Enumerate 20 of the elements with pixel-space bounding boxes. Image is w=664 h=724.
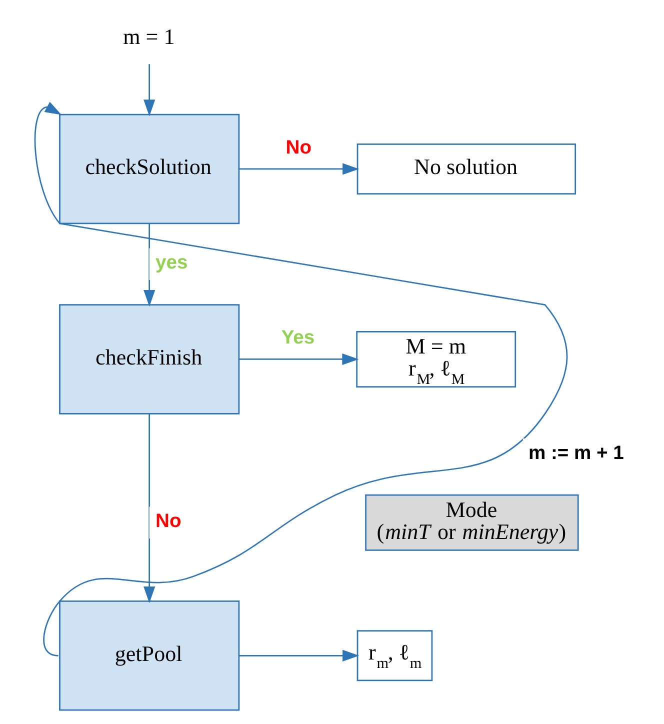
node-box: M = m r$_{M}$, ℓ$_{M}$ — [356, 330, 516, 388]
node-box: checkSolution — [58, 114, 240, 224]
node-box: getPool — [58, 600, 240, 711]
node-box: No solution — [356, 143, 576, 194]
arrow — [238, 650, 359, 662]
edge-label: Yes — [280, 328, 314, 349]
arrow — [34, 102, 568, 656]
node-box: checkFinish — [58, 304, 240, 414]
node-text: m = 1 — [122, 24, 174, 49]
arrow — [143, 414, 155, 604]
edge-label: m := m + 1 — [528, 442, 624, 464]
edge-label: No — [285, 137, 312, 158]
edge-label: yes — [155, 252, 188, 274]
node-box: Mode (minT or minEnergy) — [364, 494, 578, 551]
arrow — [238, 163, 359, 175]
arrow — [143, 64, 155, 116]
arrow — [238, 353, 358, 366]
edge-label: No — [155, 511, 181, 532]
node-box: r$_{m}$, ℓ$_{m}$ — [356, 630, 432, 682]
arrow — [143, 224, 155, 307]
